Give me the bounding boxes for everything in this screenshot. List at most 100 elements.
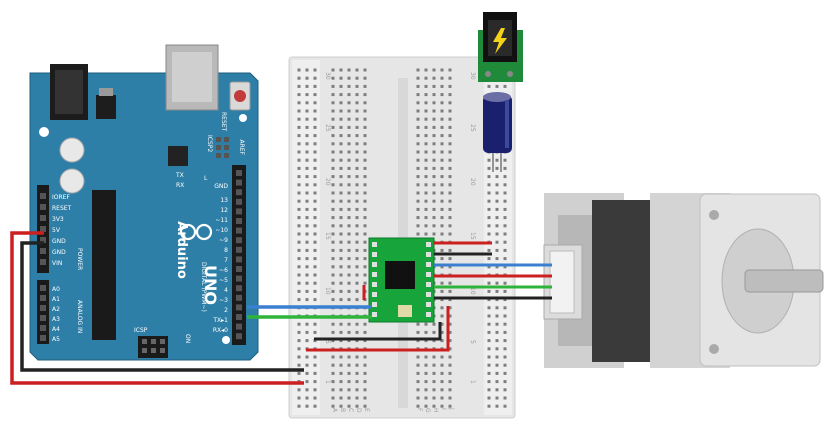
digital-pin-hole [236, 275, 242, 282]
breadboard-hole [363, 257, 367, 261]
digital-pin-hole [236, 227, 242, 234]
breadboard-hole [297, 322, 301, 326]
driver-pin [426, 312, 431, 317]
breadboard-hole [416, 125, 420, 129]
breadboard-hole [448, 109, 452, 113]
breadboard-hole [495, 298, 499, 302]
breadboard-hole [297, 257, 301, 261]
breadboard-hole [363, 68, 367, 72]
breadboard-hole [495, 265, 499, 269]
breadboard-hole [424, 142, 428, 146]
breadboard-hole [297, 248, 301, 252]
breadboard-hole [416, 191, 420, 195]
breadboard-hole [305, 125, 309, 129]
breadboard-hole [432, 330, 436, 334]
breadboard-hole [432, 199, 436, 203]
breadboard-hole [448, 76, 452, 80]
breadboard-hole [503, 380, 507, 384]
breadboard-hole [313, 84, 317, 88]
breadboard-hole [363, 216, 367, 220]
breadboard-hole [297, 142, 301, 146]
breadboard-hole [339, 388, 343, 392]
breadboard-hole [416, 232, 420, 236]
breadboard-hole [495, 84, 499, 88]
breadboard-hole [424, 363, 428, 367]
breadboard-column-letter: A [331, 408, 338, 413]
breadboard-hole [416, 166, 420, 170]
breadboard-row-number: 15 [324, 232, 331, 240]
breadboard-hole [331, 175, 335, 179]
breadboard-hole [305, 216, 309, 220]
breadboard-hole [331, 224, 335, 228]
breadboard-row-number: 1 [324, 380, 331, 384]
breadboard-hole [448, 166, 452, 170]
breadboard-hole [305, 363, 309, 367]
digital-section-label: DIGITAL (PWM~) [200, 262, 207, 312]
breadboard-hole [432, 396, 436, 400]
breadboard-hole [313, 191, 317, 195]
breadboard-hole [432, 158, 436, 162]
breadboard-hole [363, 183, 367, 187]
icsp-pin [142, 339, 147, 344]
breadboard-hole [355, 289, 359, 293]
power-pin-label: 5V [52, 227, 61, 234]
digital-pin-hole [236, 294, 242, 301]
breadboard-hole [305, 396, 309, 400]
breadboard-hole [347, 142, 351, 146]
breadboard-hole [313, 76, 317, 80]
breadboard-hole [331, 298, 335, 302]
breadboard-hole [503, 339, 507, 343]
breadboard-hole [448, 216, 452, 220]
breadboard-hole [355, 207, 359, 211]
breadboard-hole [297, 224, 301, 228]
breadboard-hole [363, 339, 367, 343]
icsp-pin [160, 339, 165, 344]
power-pin-holes [40, 193, 46, 265]
breadboard-hole [448, 101, 452, 105]
atmega-chip [92, 190, 116, 340]
breadboard-hole [424, 396, 428, 400]
breadboard-column-letter: D [355, 408, 362, 413]
breadboard-hole [495, 257, 499, 261]
breadboard-hole [331, 339, 335, 343]
breadboard-hole [297, 216, 301, 220]
breadboard-hole [432, 371, 436, 375]
driver-pin [426, 242, 431, 247]
breadboard-hole [305, 68, 309, 72]
breadboard-hole [339, 199, 343, 203]
power-pin-label: GND [52, 249, 66, 256]
breadboard-column-letter: F [416, 408, 423, 412]
breadboard-hole [448, 330, 452, 334]
digital-pin-hole [236, 170, 242, 176]
breadboard-hole [347, 232, 351, 236]
breadboard-hole [313, 248, 317, 252]
breadboard-column-letter: G [424, 408, 431, 413]
breadboard-hole [448, 142, 452, 146]
on-led-label: ON [184, 334, 191, 343]
breadboard-hole [339, 355, 343, 359]
gnd-pin-label: GND [214, 183, 228, 190]
breadboard-hole [416, 224, 420, 228]
breadboard-hole [305, 175, 309, 179]
digital-pin-hole [236, 304, 242, 311]
breadboard-hole [440, 322, 444, 326]
breadboard-hole [448, 355, 452, 359]
breadboard-hole [440, 216, 444, 220]
lightning-icon [493, 28, 507, 54]
breadboard-hole [487, 380, 491, 384]
breadboard-hole [503, 265, 507, 269]
analog-pin-hole [40, 285, 46, 291]
breadboard-hole [495, 371, 499, 375]
breadboard-hole [313, 175, 317, 179]
breadboard-holes [297, 68, 507, 408]
breadboard-hole [448, 248, 452, 252]
breadboard-hole [339, 224, 343, 228]
icsp2-pin [224, 145, 229, 150]
breadboard-hole [355, 117, 359, 121]
breadboard-hole [448, 322, 452, 326]
breadboard-hole [495, 281, 499, 285]
breadboard-hole [339, 150, 343, 154]
breadboard-hole [305, 339, 309, 343]
breadboard-hole [355, 371, 359, 375]
breadboard-hole [331, 257, 335, 261]
